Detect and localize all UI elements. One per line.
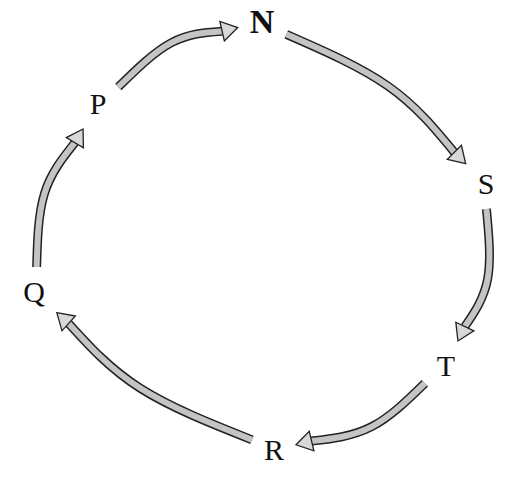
- arrow-outline: [286, 34, 454, 152]
- arrow-fill: [465, 209, 490, 327]
- stage-letter: Q: [23, 277, 45, 307]
- arrow-fill: [69, 323, 252, 439]
- cycle-stage: R: [260, 433, 288, 467]
- stage-letter: T: [437, 351, 455, 381]
- arrow-fill: [286, 34, 454, 152]
- curved-arrow: [456, 209, 490, 341]
- arrow-head: [220, 21, 238, 40]
- curved-arrow: [57, 313, 252, 440]
- curved-arrow: [37, 129, 84, 267]
- arrow-outline: [118, 31, 222, 87]
- cycle-stage: Q: [19, 275, 49, 309]
- arrow-outline: [465, 209, 490, 327]
- cycle-stage: S: [474, 167, 499, 201]
- curved-arrow: [296, 383, 425, 451]
- arrow-head: [57, 313, 76, 331]
- cycle-stage: T: [433, 349, 459, 383]
- arrow-outline: [312, 383, 425, 441]
- curved-arrow: [286, 34, 465, 163]
- cycle-stage: P: [86, 87, 111, 121]
- stage-letter: N: [250, 5, 275, 39]
- arrow-fill: [37, 143, 75, 267]
- cycle-stage: N: [246, 3, 279, 41]
- arrow-head: [66, 129, 83, 148]
- arrow-outline: [37, 143, 75, 267]
- arrow-head: [447, 145, 465, 163]
- arrow-outline: [69, 323, 252, 439]
- stage-letter: P: [90, 89, 107, 119]
- curved-arrow: [118, 21, 237, 87]
- stage-letter: S: [478, 169, 495, 199]
- arrow-fill: [312, 383, 425, 441]
- arrow-head: [456, 322, 474, 341]
- arrow-head: [296, 431, 314, 450]
- arrow-fill: [118, 31, 222, 87]
- stage-letter: R: [264, 435, 284, 465]
